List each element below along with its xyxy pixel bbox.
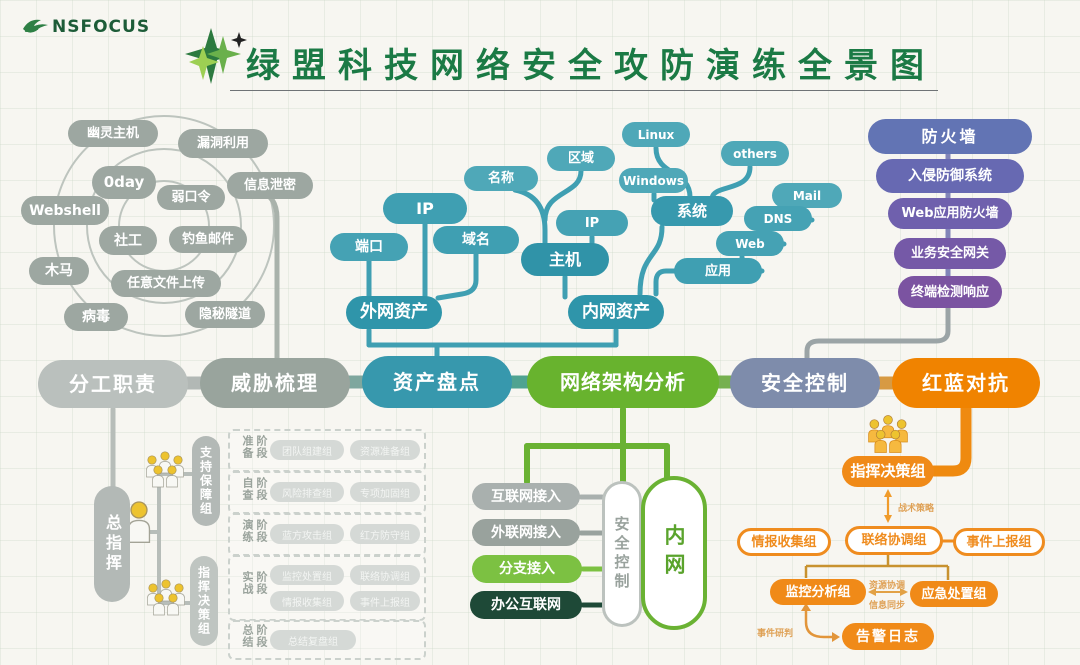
stage-team: 专项加固组 (350, 482, 420, 502)
stage-box-selfcheck: 自查阶段 风险排查组 专项加固组 (228, 471, 426, 514)
defense-node-edr: 终端检测响应 (898, 276, 1002, 308)
stage-team: 风险排查组 (270, 482, 344, 502)
support-group-node: 支持保障组 (192, 436, 220, 526)
stage-team: 总结复盘组 (270, 630, 356, 650)
report-group-node: 事件上报组 (953, 528, 1045, 556)
response-group-node: 应急处置组 (910, 581, 998, 607)
access-node-branch: 分支接入 (472, 555, 582, 583)
battle-tree (804, 555, 950, 580)
asset-node-domain: 域名 (433, 226, 519, 254)
stage-box-drill: 演练阶段 蓝方攻击组 红方防守组 (228, 513, 426, 556)
resource-sync-arrow (868, 588, 908, 596)
chief-commander-node: 总指挥 (94, 486, 130, 602)
judge-arrow (801, 603, 840, 642)
asset-node-others: others (721, 141, 789, 166)
external-assets-node: 外网资产 (346, 296, 442, 329)
security-control-bar: 安全控制 (602, 481, 642, 627)
stage-team: 资源准备组 (350, 440, 420, 460)
stage-team: 蓝方攻击组 (270, 524, 344, 544)
page-title: 绿盟科技网络安全攻防演练全景图 (246, 46, 936, 86)
defense-node-firewall: 防火墙 (868, 119, 1032, 154)
asset-node-system: 系统 (651, 196, 733, 226)
stage-team: 联络协调组 (350, 565, 420, 585)
asset-node-name: 名称 (464, 166, 538, 191)
threat-node: 钓鱼邮件 (169, 226, 247, 253)
decision-group-node: 指挥决策组 (190, 556, 218, 646)
tactics-label: 战术策略 (898, 504, 935, 514)
asset-node-host: 主机 (521, 243, 609, 276)
decision-team-icon (148, 580, 185, 615)
judge-label: 事件研判 (757, 629, 794, 639)
flow-step-threats: 威胁梳理 (200, 358, 350, 408)
asset-node-area: 区域 (547, 146, 615, 171)
asset-node-app: 应用 (674, 258, 762, 284)
resource-label: 资源协调 (869, 581, 906, 591)
support-team-icon (147, 452, 184, 487)
nsfocus-logo-icon (23, 19, 48, 33)
asset-node-linux: Linux (622, 122, 690, 147)
threat-node: 信息泄密 (227, 172, 313, 199)
threat-node: 隐秘隧道 (185, 301, 265, 328)
stage-team: 事件上报组 (350, 591, 420, 611)
threat-node: 幽灵主机 (68, 120, 158, 147)
intel-group-node: 情报收集组 (737, 528, 831, 556)
monitor-group-node: 监控分析组 (770, 579, 866, 605)
brand-text: NSFOCUS (52, 17, 151, 37)
asset-node-mail: Mail (772, 183, 842, 208)
stage-label: 实战阶段 (241, 571, 268, 595)
flow-step-control: 安全控制 (730, 358, 880, 408)
threat-node: 社工 (99, 226, 157, 255)
threat-node: 病毒 (64, 303, 128, 331)
stage-team: 红方防守组 (350, 524, 420, 544)
defense-node-gateway: 业务安全网关 (894, 238, 1006, 269)
stage-team: 情报收集组 (270, 591, 344, 611)
tactics-arrow (884, 489, 892, 523)
stage-team: 监控处置组 (270, 565, 344, 585)
chief-person-icon (127, 501, 151, 543)
access-node-office: 办公互联网 (470, 591, 582, 619)
stage-box-prepare: 准备阶段 团队组建组 资源准备组 (228, 429, 426, 472)
battle-command-team-icon (869, 415, 908, 452)
stage-label: 演练阶段 (241, 519, 268, 543)
asset-node-ip2: IP (556, 210, 628, 236)
asset-node-port: 端口 (330, 233, 408, 261)
stage-team: 团队组建组 (270, 440, 344, 460)
stage-label: 总结阶段 (241, 624, 268, 648)
brand-logo: NSFOCUS (52, 17, 150, 37)
flow-step-redblue: 红蓝对抗 (892, 358, 1040, 408)
access-node-internet: 互联网接入 (472, 483, 580, 510)
stage-label: 准备阶段 (241, 435, 268, 459)
threat-node: 任意文件上传 (111, 270, 221, 297)
defense-node-waf: Web应用防火墙 (888, 198, 1012, 229)
asset-node-web: Web (716, 231, 784, 256)
defense-node-ips: 入侵防御系统 (876, 159, 1024, 193)
flow-step-roles: 分工职责 (38, 360, 188, 408)
flow-step-assets: 资产盘点 (362, 356, 512, 408)
sync-label: 信息同步 (869, 601, 906, 611)
threat-node: Webshell (21, 196, 109, 225)
title-star-logo (185, 28, 247, 84)
alert-log-node: 告警日志 (842, 623, 934, 650)
threat-node: 弱口令 (157, 185, 225, 210)
access-node-extranet: 外联网接入 (472, 519, 580, 546)
liaison-group-node: 联络协调组 (845, 526, 943, 555)
flow-step-network: 网络架构分析 (527, 356, 719, 408)
command-connectors (110, 406, 194, 607)
stage-box-battle: 实战阶段 监控处置组 联络协调组 情报收集组 事件上报组 (228, 555, 426, 621)
stage-label: 自查阶段 (241, 477, 268, 501)
asset-node-windows: Windows (619, 168, 688, 193)
title-underline (230, 90, 938, 91)
network-tree-connectors (524, 406, 670, 485)
flow-connectors (179, 375, 901, 390)
asset-node-ip: IP (383, 193, 467, 224)
threat-node: 木马 (29, 257, 89, 285)
internal-assets-node: 内网资产 (568, 295, 664, 329)
intranet-bar: 内网 (641, 476, 707, 630)
asset-node-dns: DNS (744, 206, 812, 231)
threat-node: 漏洞利用 (178, 129, 268, 158)
battle-decision-node: 指挥决策组 (842, 456, 934, 487)
threat-node: 0day (92, 166, 156, 199)
stage-box-summary: 总结阶段 总结复盘组 (228, 620, 426, 660)
